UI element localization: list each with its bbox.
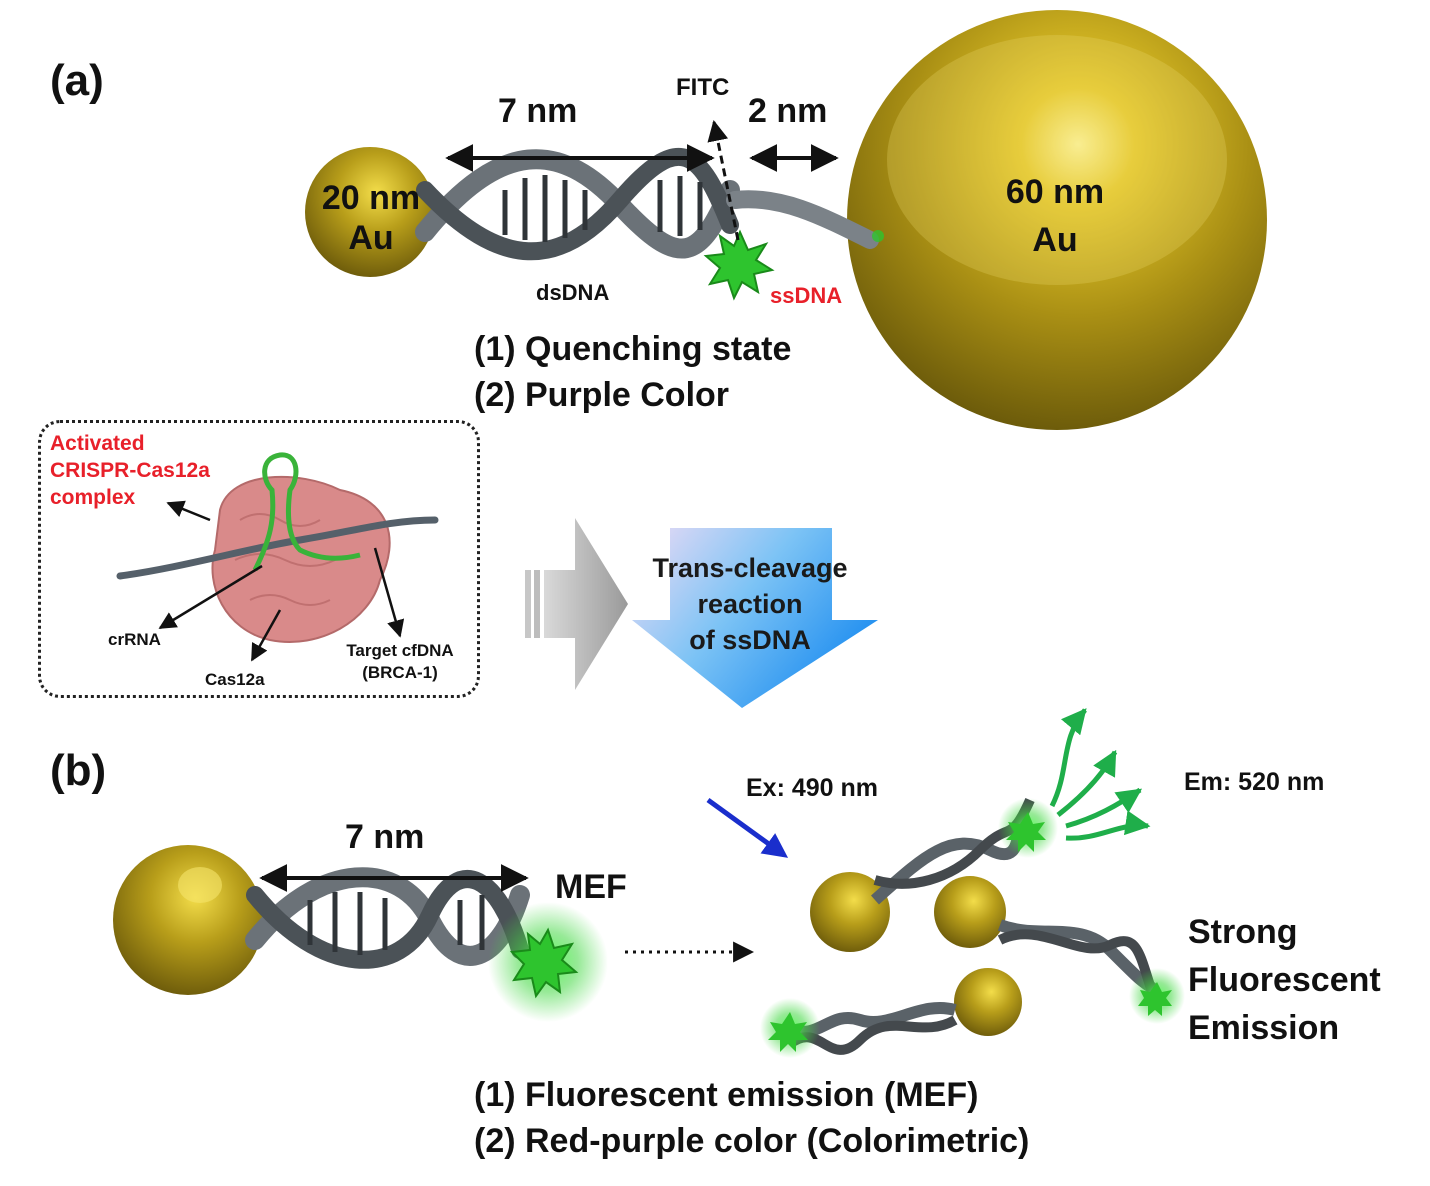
mef-label: MEF <box>555 868 627 906</box>
released-particle-2 <box>934 876 1185 1024</box>
strong-line1: Strong <box>1188 913 1298 951</box>
excitation-arrow <box>706 797 789 858</box>
strong-emission-label: Strong Fluorescent Emission <box>1188 908 1381 1052</box>
ssdna-label: ssDNA <box>770 283 843 308</box>
excitation-label: Ex: 490 nm <box>746 774 879 802</box>
process-block-arrow <box>525 518 628 690</box>
complex-pointer-arrow <box>166 500 211 522</box>
reaction-line3: of ssDNA <box>689 625 811 655</box>
large-au-name: Au <box>1032 221 1078 259</box>
target-label-line2: (BRCA-1) <box>362 663 438 682</box>
colorimetric-result: (2) Red-purple color (Colorimetric) <box>474 1122 1030 1160</box>
large-au-size: 60 nm <box>1005 173 1105 211</box>
distance-label-7nm-a: 7 nm <box>498 92 578 130</box>
cas12a-complex-inset <box>38 420 480 698</box>
reaction-line1: Trans-cleavage <box>652 553 848 583</box>
dsdna-label: dsDNA <box>536 280 610 305</box>
complex-title-line2: CRISPR-Cas12a <box>50 459 210 482</box>
target-pointer-arrow <box>373 547 405 638</box>
complex-title-line3: complex <box>50 486 136 509</box>
distance-label-2nm: 2 nm <box>748 92 828 130</box>
fitc-label: FITC <box>676 74 730 101</box>
small-au-name: Au <box>348 219 394 257</box>
panel-b-label: (b) <box>50 746 107 795</box>
crrna-strand <box>252 452 361 572</box>
complex-title-line1: Activated <box>50 432 145 455</box>
strong-line2: Fluorescent <box>1188 961 1381 999</box>
emission-arrows <box>1049 708 1151 841</box>
large-gold-nanoparticle <box>847 10 1267 430</box>
purple-color-label: (2) Purple Color <box>474 376 730 414</box>
complex-title: Activated CRISPR-Cas12a complex <box>50 430 210 511</box>
released-particle-3 <box>760 968 1022 1058</box>
fitc-pointer-arrow <box>707 119 740 241</box>
quenching-state-label: (1) Quenching state <box>474 330 792 368</box>
target-label: Target cfDNA (BRCA-1) <box>330 640 470 684</box>
panel-a-label: (a) <box>50 56 104 105</box>
ssdna-strand-a <box>726 190 879 249</box>
small-au-label: 20 nm Au <box>315 178 427 258</box>
emission-label: Em: 520 nm <box>1184 768 1325 796</box>
crrna-pointer-arrow <box>158 564 263 630</box>
large-au-label: 60 nm Au <box>990 168 1120 264</box>
cas12a-pointer-arrow <box>250 609 282 662</box>
small-au-size: 20 nm <box>321 179 421 217</box>
distance-label-7nm-b: 7 nm <box>345 818 425 856</box>
gold-nanoparticle-b <box>113 845 263 995</box>
target-label-line1: Target cfDNA <box>346 641 454 660</box>
reaction-label: Trans-cleavage reaction of ssDNA <box>630 550 870 658</box>
strong-line3: Emission <box>1188 1009 1340 1047</box>
reaction-arrow <box>632 528 878 708</box>
released-particle-1 <box>810 797 1058 952</box>
small-gold-nanoparticle-a <box>305 147 435 277</box>
reaction-line2: reaction <box>697 589 803 619</box>
target-dna-strand <box>116 516 439 580</box>
fluorophore-b <box>509 927 579 999</box>
fitc-fluorophore <box>703 229 775 301</box>
dsdna-helix-b <box>245 867 530 969</box>
dsdna-helix-a <box>415 147 740 261</box>
cas12a-label: Cas12a <box>205 670 265 689</box>
fluorescent-emission-result: (1) Fluorescent emission (MEF) <box>474 1076 979 1114</box>
crrna-label: crRNA <box>108 630 161 649</box>
